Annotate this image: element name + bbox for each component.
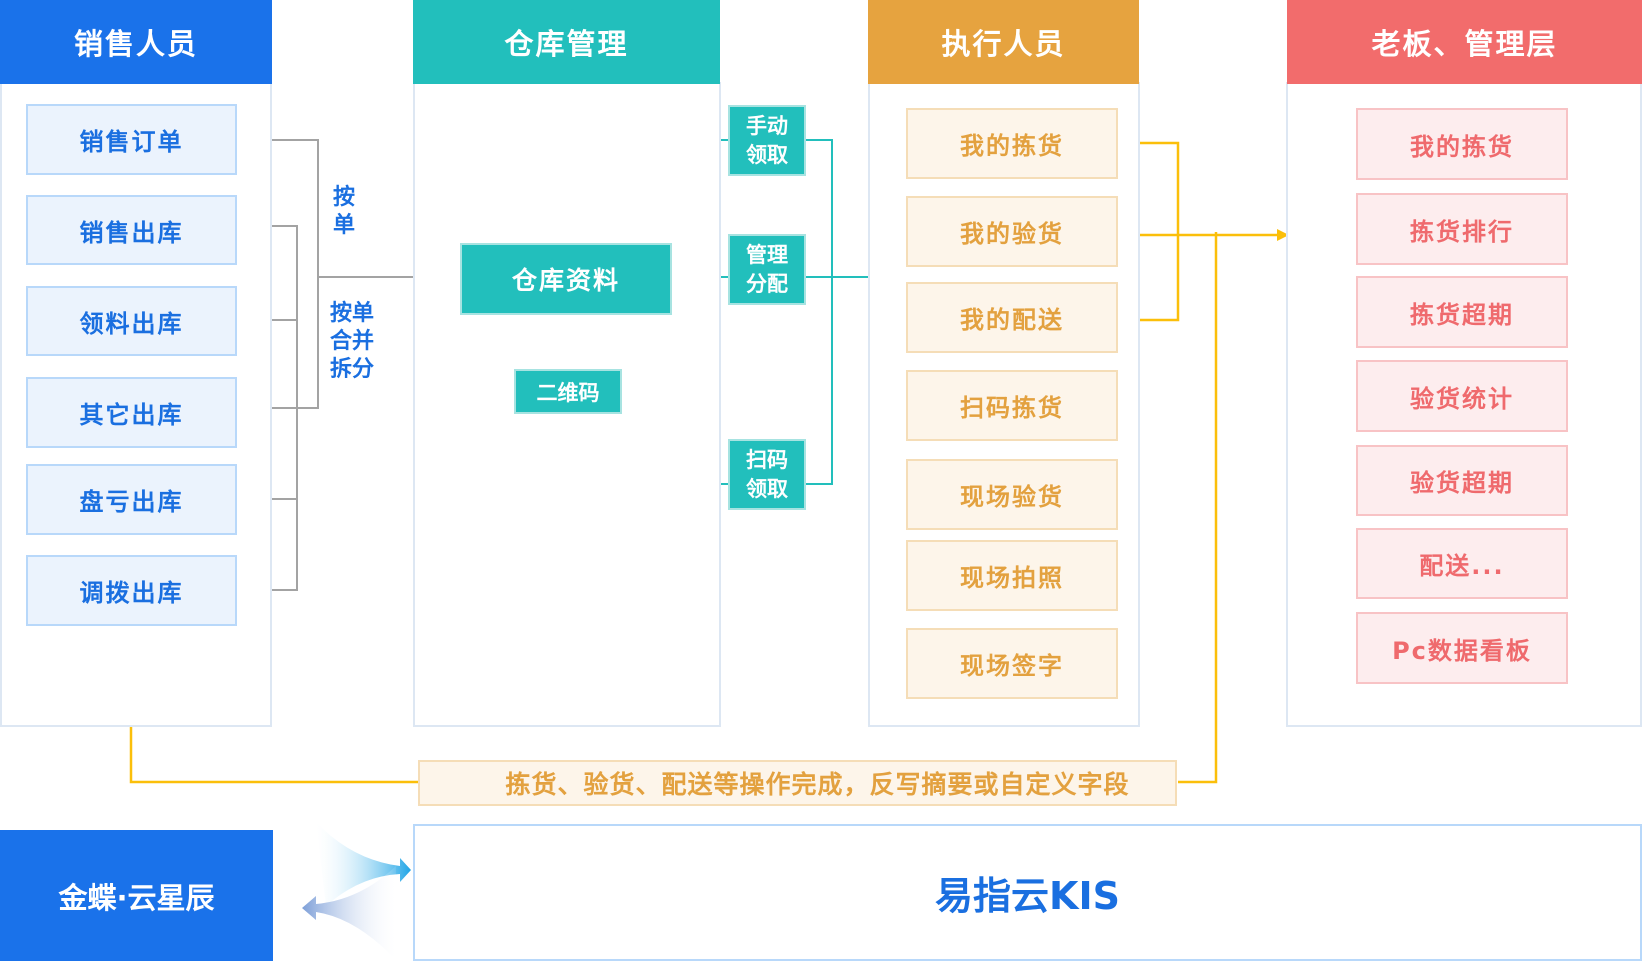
feedback-note: 拣货、验货、配送等操作完成，反写摘要或自定义字段 [418, 760, 1177, 806]
executor-item[interactable]: 现场拍照 [906, 540, 1118, 611]
yizhiyun-kis-box[interactable]: 易指云KIS [413, 824, 1642, 961]
management-item[interactable]: 我的拣货 [1356, 108, 1568, 180]
sales-item[interactable]: 其它出库 [26, 377, 237, 448]
method-admin-assign[interactable]: 管理 分配 [728, 234, 806, 305]
executor-item[interactable]: 现场验货 [906, 459, 1118, 530]
sync-arrow-right [316, 822, 411, 906]
executor-column-header: 执行人员 [868, 0, 1139, 84]
executor-item[interactable]: 我的配送 [906, 282, 1118, 353]
management-item[interactable]: 验货统计 [1356, 360, 1568, 432]
sales-column-header: 销售人员 [0, 0, 272, 84]
executor-item[interactable]: 我的拣货 [906, 108, 1118, 179]
method-manual-claim[interactable]: 手动 领取 [728, 105, 806, 176]
management-item[interactable]: 配送... [1356, 528, 1568, 599]
kingdee-system-box[interactable]: 金蝶·云星辰 [0, 830, 273, 961]
label-by-order: 按 单 [333, 185, 356, 238]
management-column-header: 老板、管理层 [1287, 0, 1642, 84]
warehouse-data-box[interactable]: 仓库资料 [460, 243, 672, 315]
sales-item[interactable]: 盘亏出库 [26, 464, 237, 535]
sales-item[interactable]: 领料出库 [26, 286, 237, 356]
sales-item[interactable]: 销售订单 [26, 104, 237, 175]
sales-item[interactable]: 销售出库 [26, 195, 237, 265]
management-item[interactable]: 拣货排行 [1356, 193, 1568, 265]
executor-item[interactable]: 现场签字 [906, 628, 1118, 699]
method-scan-claim[interactable]: 扫码 领取 [728, 439, 806, 510]
warehouse-column-header: 仓库管理 [413, 0, 720, 84]
sync-arrow-left [302, 866, 396, 960]
qr-code-box[interactable]: 二维码 [514, 369, 622, 414]
management-item[interactable]: 验货超期 [1356, 445, 1568, 516]
sales-item[interactable]: 调拨出库 [26, 555, 237, 626]
connector-sales-order [236, 139, 319, 409]
management-item[interactable]: Pc数据看板 [1356, 612, 1568, 684]
executor-item[interactable]: 扫码拣货 [906, 370, 1118, 441]
label-merge-split: 按单 合并 拆分 [330, 301, 375, 382]
executor-item[interactable]: 我的验货 [906, 196, 1118, 267]
management-item[interactable]: 拣货超期 [1356, 276, 1568, 348]
